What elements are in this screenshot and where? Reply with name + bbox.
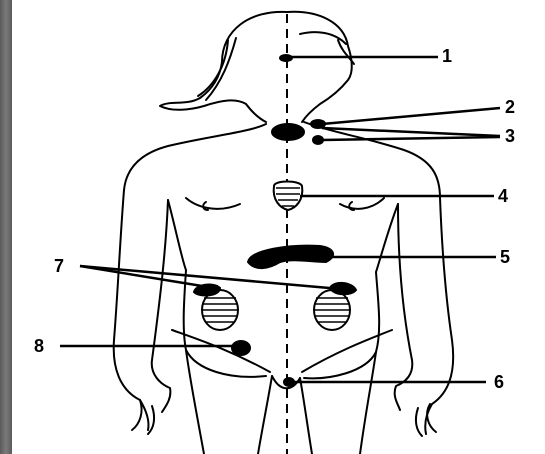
leg-left-inner	[258, 376, 272, 454]
label-2: 2	[505, 98, 515, 116]
leader-lines	[60, 57, 500, 382]
head-outline	[160, 12, 287, 122]
organs	[194, 55, 356, 386]
ovary-mark	[232, 341, 250, 355]
pituitary-gland-mark	[280, 55, 292, 61]
leader-2	[322, 108, 500, 124]
arm-right-inner	[395, 204, 413, 410]
leader-3b	[322, 137, 500, 140]
hip-line-right	[302, 330, 392, 372]
label-1: 1	[442, 47, 452, 65]
thymus-mark	[274, 182, 303, 211]
label-4: 4	[498, 187, 508, 205]
pancreas-mark	[248, 246, 333, 268]
chest-right	[340, 198, 384, 209]
thyroid-gland-mark	[272, 124, 304, 140]
label-7: 7	[54, 257, 64, 275]
arm-left-outer	[114, 190, 149, 430]
face-outline	[287, 12, 352, 122]
hair-left-strands	[198, 38, 236, 100]
label-6: 6	[494, 373, 504, 391]
parathyroid-lower-mark	[313, 136, 323, 144]
label-5: 5	[500, 248, 510, 266]
arm-left-inner	[152, 200, 171, 412]
leg-right-outer	[360, 352, 376, 454]
label-8: 8	[34, 337, 44, 355]
shoulder-left	[124, 124, 266, 190]
leg-right-inner	[300, 378, 312, 454]
arm-right-outer	[425, 198, 453, 434]
kidney-right-mark	[314, 290, 350, 330]
label-3: 3	[505, 127, 515, 145]
chest-left	[186, 198, 240, 209]
